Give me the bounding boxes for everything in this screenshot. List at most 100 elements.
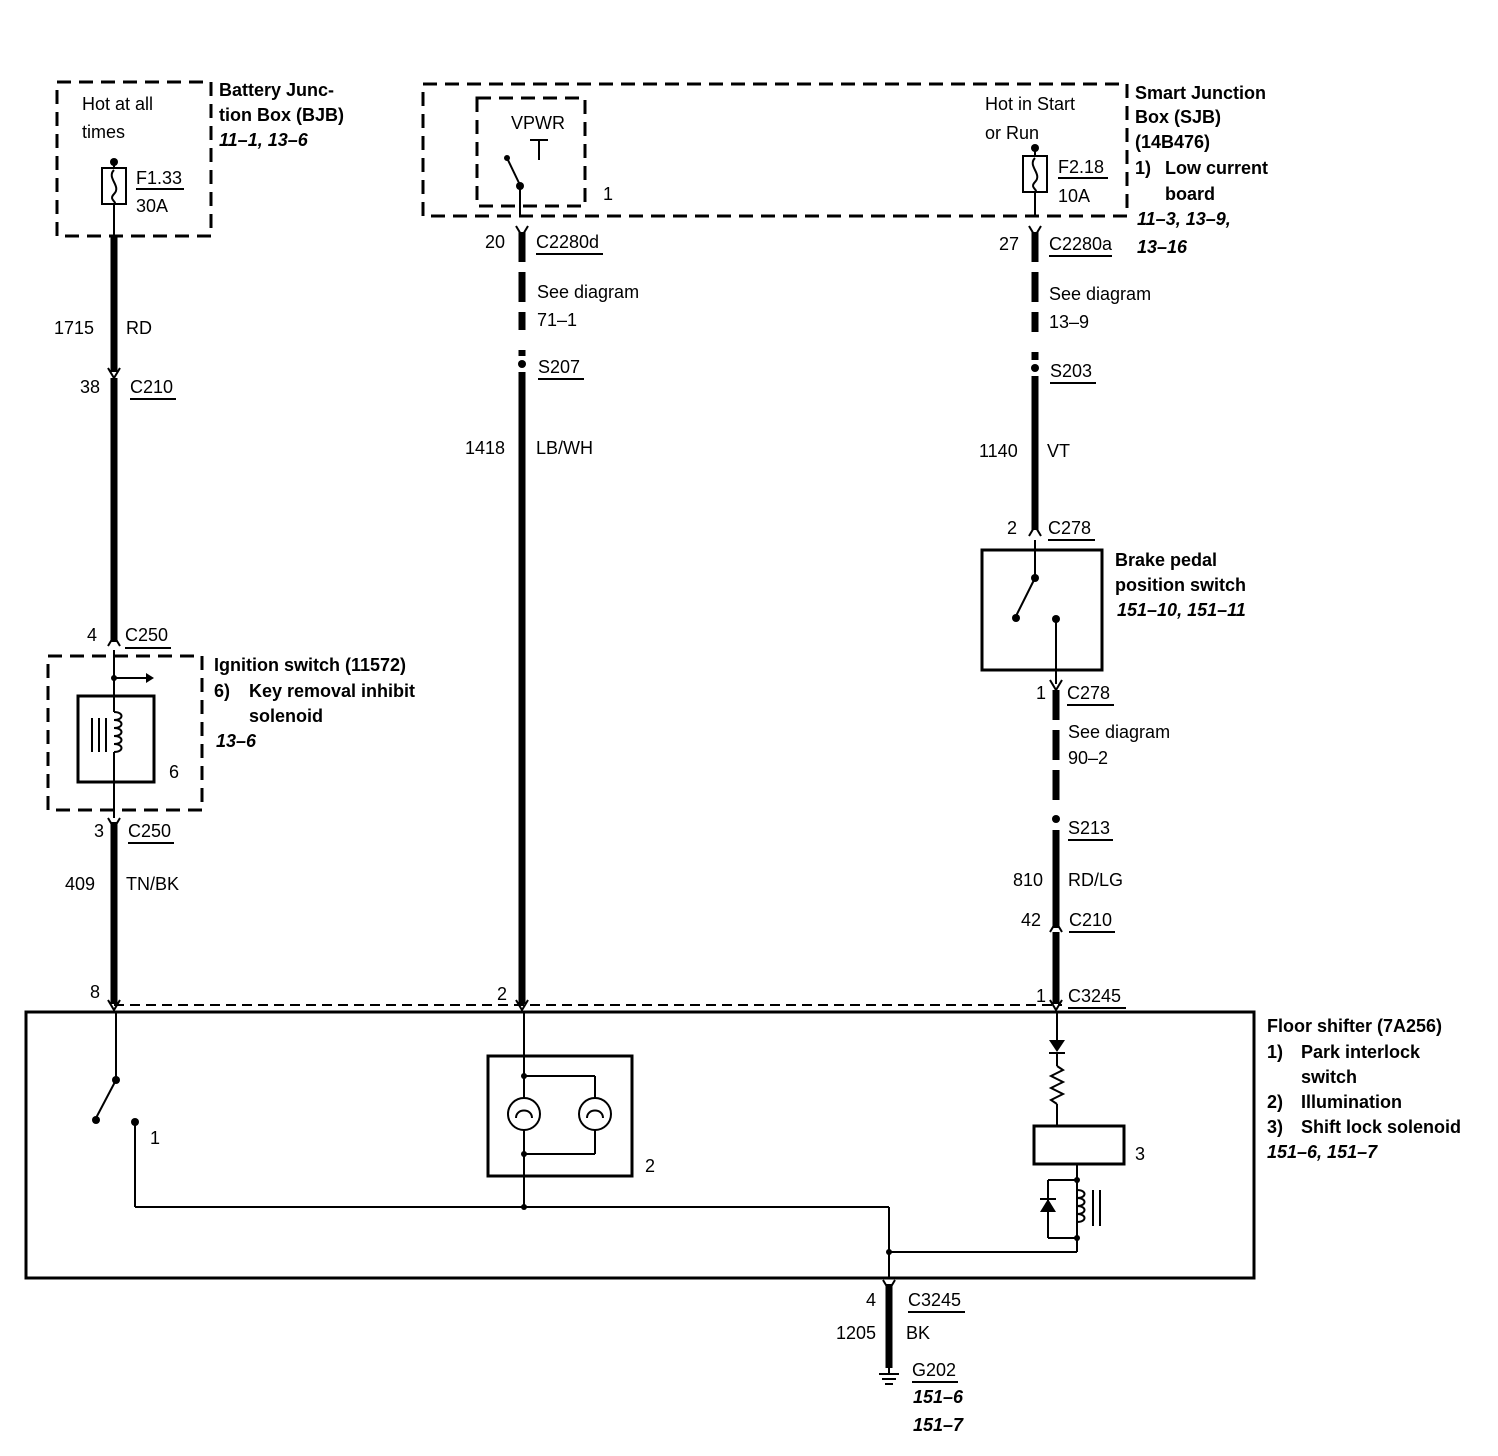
sjb-item-num: 1) <box>1135 158 1151 178</box>
shifter-item3-num: 3) <box>1267 1117 1283 1137</box>
c2280a-pin-27: 27 <box>999 234 1019 254</box>
c278-label-bottom: C278 <box>1067 683 1110 703</box>
c2280d-pin-20: 20 <box>485 232 505 252</box>
c250-pin-3: 3 <box>94 821 104 841</box>
c278-pin-1: 1 <box>1036 683 1046 703</box>
c2280d-label: C2280d <box>536 232 599 252</box>
ignition-num: 6 <box>169 762 179 782</box>
park-interlock-switch <box>95 1079 117 1119</box>
splice-s207: S207 <box>538 357 580 377</box>
bjb-refs: 11–1, 13–6 <box>219 130 309 150</box>
bjb-box <box>55 80 213 238</box>
ignition-title: Ignition switch (11572) <box>214 655 406 675</box>
ignition-item-line2: solenoid <box>249 706 323 726</box>
c250-label-top: C250 <box>125 625 168 645</box>
vpwr-relay-box <box>475 96 587 208</box>
shifter-num-2: 2 <box>645 1156 655 1176</box>
c2280a-label: C2280a <box>1049 234 1113 254</box>
bulb-icon-right <box>578 1097 612 1131</box>
shifter-item2-line1: Illumination <box>1301 1092 1402 1112</box>
bjb-title-line1: Battery Junc- <box>219 80 334 100</box>
sjb-refs-line1: 11–3, 13–9, <box>1137 209 1231 229</box>
splice-s203: S203 <box>1050 361 1092 381</box>
c3245-pin-4: 4 <box>866 1290 876 1310</box>
sjb-title-line3: (14B476) <box>1135 132 1210 152</box>
wire-1140-circuit: 1140 <box>979 441 1018 461</box>
solenoid-coil-icon <box>113 711 123 753</box>
wire-409-circuit: 409 <box>65 874 95 894</box>
ignition-switch-box <box>46 654 204 812</box>
c3245-pin-1: 1 <box>1036 986 1046 1006</box>
wire-1205-color: BK <box>906 1323 930 1343</box>
right-see-diagram: See diagram <box>1049 284 1151 304</box>
shifter-item3-line1: Shift lock solenoid <box>1301 1117 1461 1137</box>
ground-g202: G202 <box>912 1360 956 1380</box>
ignition-item-line1: Key removal inhibit <box>249 681 415 701</box>
shifter-refs: 151–6, 151–7 <box>1267 1142 1378 1162</box>
shifter-num-3: 3 <box>1135 1144 1145 1164</box>
sjb-hot-line2: or Run <box>985 123 1039 143</box>
shifter-item1-line1: Park interlock <box>1301 1042 1421 1062</box>
c250-label-bottom: C250 <box>128 821 171 841</box>
floor-shifter-box <box>24 1010 1256 1280</box>
sjb-fuse-id: F2.18 <box>1058 157 1104 177</box>
c210-pin-42: 42 <box>1021 910 1041 930</box>
shifter-item1-line2: switch <box>1301 1067 1357 1087</box>
brake-title-line1: Brake pedal <box>1115 550 1217 570</box>
c3245-label-top: C3245 <box>1068 986 1121 1006</box>
wire-810-color: RD/LG <box>1068 870 1123 890</box>
bjb-fuse-icon <box>101 167 127 205</box>
ground-refs-line2: 151–7 <box>913 1415 964 1435</box>
sjb-fuse-icon <box>1022 155 1048 193</box>
sjb-fuse-rating: 10A <box>1058 186 1090 206</box>
sjb-hot-line1: Hot in Start <box>985 94 1075 114</box>
wire-1205-circuit: 1205 <box>836 1323 876 1343</box>
vpwr-relay-num: 1 <box>603 184 613 204</box>
mid-see-ref: 71–1 <box>537 310 577 330</box>
bjb-fuse-rating: 30A <box>136 196 168 216</box>
wire-409-color: TN/BK <box>126 874 179 894</box>
wire-1715-color: RD <box>126 318 152 338</box>
c210-pin-38: 38 <box>80 377 100 397</box>
bulb-icon-left <box>507 1097 541 1131</box>
wire-1418-color: LB/WH <box>536 438 593 458</box>
wire-1418-circuit: 1418 <box>465 438 505 458</box>
shifter-item2-num: 2) <box>1267 1092 1283 1112</box>
diode-icon <box>1049 1040 1065 1052</box>
c3245-pin-2: 2 <box>497 984 507 1004</box>
suppression-diode-icon <box>1040 1199 1056 1212</box>
bjb-hot-line1: Hot at all <box>82 94 153 114</box>
c278-label-top: C278 <box>1048 518 1091 538</box>
right-see-ref-2: 90–2 <box>1068 748 1108 768</box>
c250-pin-4: 4 <box>87 625 97 645</box>
shifter-num-1: 1 <box>150 1128 160 1148</box>
ground-refs-line1: 151–6 <box>913 1387 964 1407</box>
sjb-item-line2: board <box>1165 184 1215 204</box>
shifter-title: Floor shifter (7A256) <box>1267 1016 1442 1036</box>
ignition-refs: 13–6 <box>216 731 257 751</box>
wire-810-circuit: 810 <box>1013 870 1043 890</box>
right-see-ref: 13–9 <box>1049 312 1089 332</box>
c210-label-left: C210 <box>130 377 173 397</box>
sjb-refs-line2: 13–16 <box>1137 237 1188 257</box>
c210-label-right: C210 <box>1069 910 1112 930</box>
bjb-fuse-id: F1.33 <box>136 168 182 188</box>
ignition-item-num: 6) <box>214 681 230 701</box>
key-inhibit-solenoid <box>76 694 156 784</box>
splice-s213: S213 <box>1068 818 1110 838</box>
brake-title-line2: position switch <box>1115 575 1246 595</box>
c278-pin-2: 2 <box>1007 518 1017 538</box>
vpwr-switch-contact <box>506 157 521 186</box>
c3245-pin-8: 8 <box>90 982 100 1002</box>
brake-switch-contact <box>1015 577 1036 617</box>
sjb-title-line1: Smart Junction <box>1135 83 1266 103</box>
resistor-icon <box>1048 1065 1066 1105</box>
brake-refs: 151–10, 151–11 <box>1117 600 1246 620</box>
sjb-item-line1: Low current <box>1165 158 1268 178</box>
wire-1715-circuit: 1715 <box>54 318 94 338</box>
c3245-label-bottom: C3245 <box>908 1290 961 1310</box>
right-see-diagram-2: See diagram <box>1068 722 1170 742</box>
shifter-item1-num: 1) <box>1267 1042 1283 1062</box>
